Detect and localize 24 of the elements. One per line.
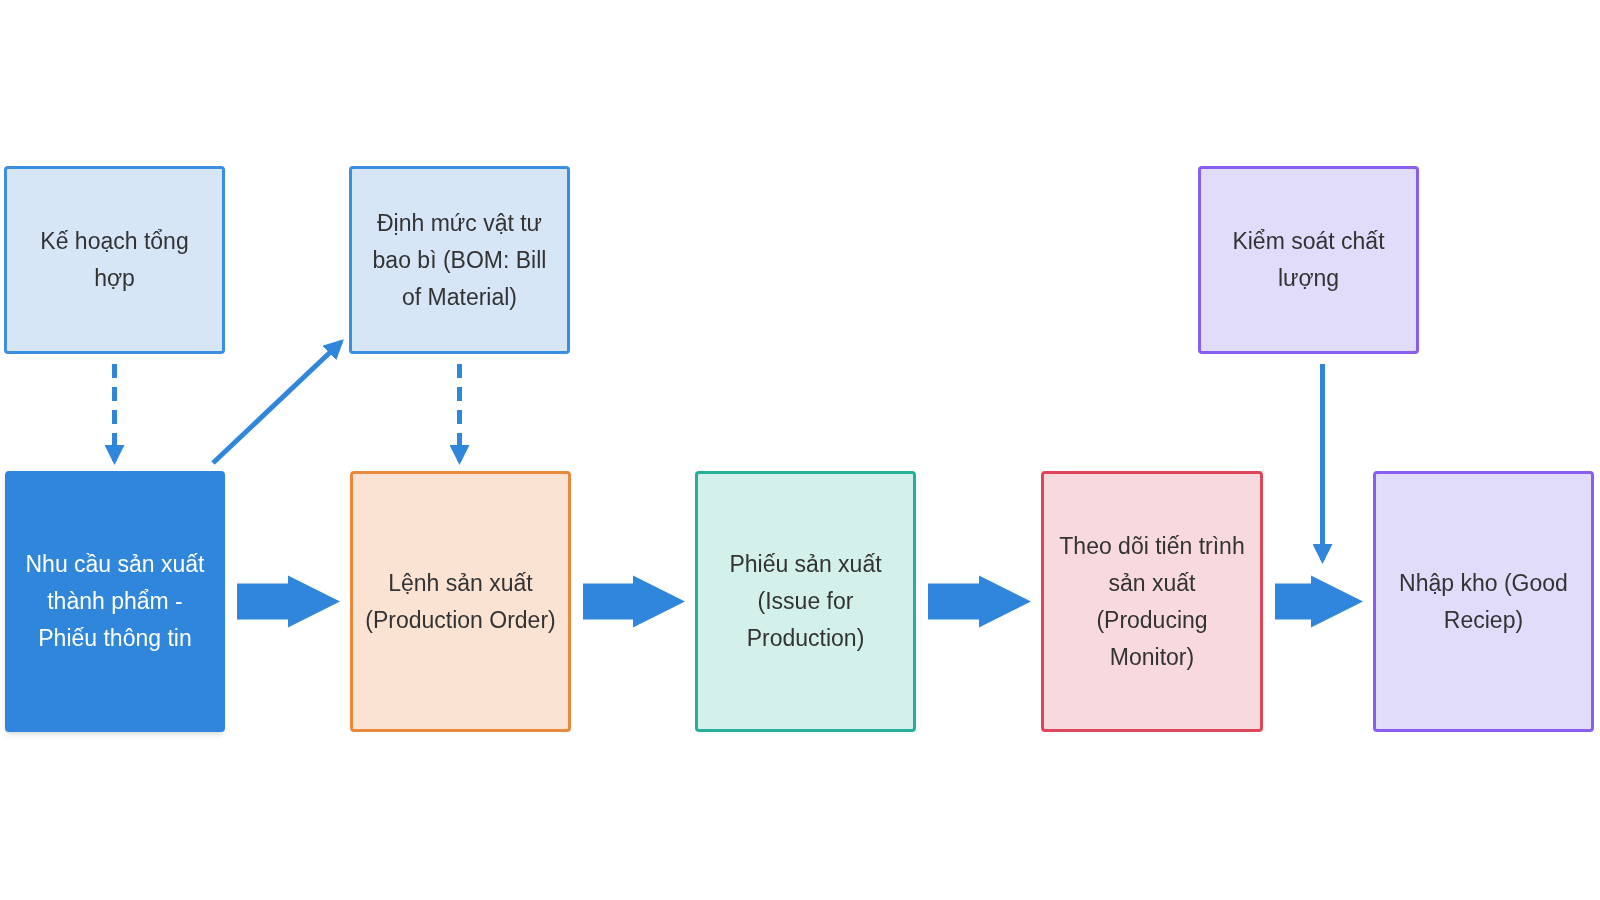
process-box	[1373, 471, 1594, 732]
arrow	[1312, 364, 1333, 564]
arrow	[449, 364, 470, 465]
box-label: Nhu cầu sản xuất thành phẩm - Phiếu thông tin	[24, 550, 206, 653]
box-label: Định mức vật tư bao bì (BOM: Bill of Material)	[371, 208, 548, 312]
block-arrow	[237, 575, 340, 628]
block-arrow	[928, 575, 1031, 628]
arrow	[104, 364, 125, 465]
process-box	[4, 166, 225, 354]
box-label: Nhập kho (Good Reciep)	[1398, 568, 1569, 635]
box-label: Theo dõi tiến trình sản xuất (Producing Monitor)	[1058, 531, 1246, 672]
process-box	[349, 166, 570, 354]
process-box	[350, 471, 571, 732]
process-box	[1041, 471, 1263, 732]
box-label: Lệnh sản xuất (Production Order)	[365, 568, 556, 635]
box-label: Kế hoạch tổng hợp	[39, 227, 190, 293]
block-arrow	[1275, 575, 1363, 628]
block-arrow	[583, 575, 685, 628]
arrow	[211, 339, 344, 465]
process-box	[695, 471, 916, 732]
box-label: Phiếu sản xuất (Issue for Production)	[728, 550, 883, 653]
process-box	[5, 471, 225, 732]
box-label: Kiểm soát chất lượng	[1231, 227, 1386, 293]
process-box	[1198, 166, 1419, 354]
